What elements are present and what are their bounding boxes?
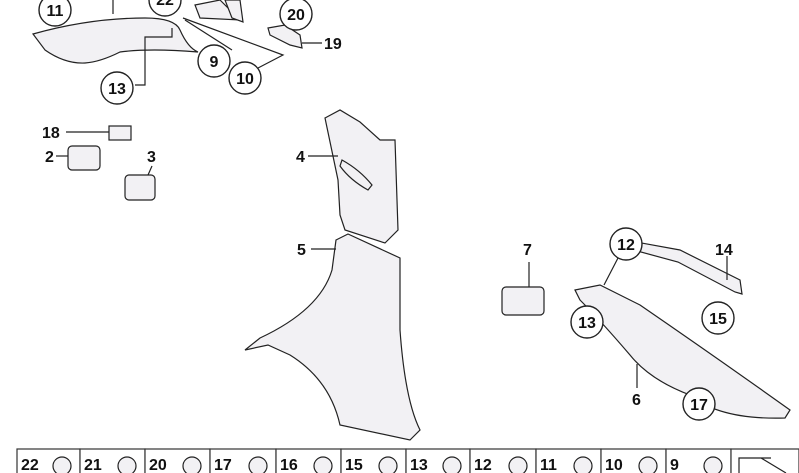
legend-number: 10: [605, 457, 623, 473]
leader-13: [135, 28, 173, 86]
legend-cell-10[interactable]: 10: [600, 448, 667, 473]
part-thumbnail: [508, 456, 528, 473]
legend-strip: 22 21 20 17 16 15 13 12 11 10 9: [16, 448, 799, 473]
part-thumbnail: [442, 456, 462, 473]
callout-10: 10: [228, 61, 262, 95]
part-thumbnail: [378, 456, 398, 473]
callout-11: 11: [38, 0, 72, 27]
part-6-c-pillar-trim[interactable]: [574, 257, 791, 419]
legend-number: 13: [410, 457, 428, 473]
callout-9: 9: [197, 44, 231, 78]
part-2-cover[interactable]: [56, 145, 101, 171]
part-7-cover[interactable]: [501, 262, 545, 316]
legend-number: 17: [214, 457, 232, 473]
part-11-trim-panel[interactable]: [31, 0, 199, 64]
callout-2: 2: [45, 149, 54, 166]
legend-cell-15[interactable]: 15: [340, 448, 407, 473]
svg-text:9: 9: [210, 54, 219, 71]
leader-10: [182, 17, 285, 69]
svg-text:22: 22: [156, 0, 174, 9]
legend-cell-20[interactable]: 20: [144, 448, 211, 473]
callout-6: 6: [632, 392, 641, 409]
arrow-icon: [738, 457, 787, 473]
legend-number: 11: [540, 457, 557, 473]
callout-15: 15: [701, 301, 735, 335]
callout-14: 14: [715, 242, 733, 259]
legend-cell-icon[interactable]: [730, 448, 799, 473]
legend-number: 9: [670, 457, 679, 473]
part-3-cover[interactable]: [124, 165, 156, 201]
legend-cell-9[interactable]: 9: [665, 448, 732, 473]
legend-cell-13[interactable]: 13: [405, 448, 471, 473]
callout-5: 5: [297, 242, 306, 259]
legend-number: 12: [474, 457, 492, 473]
legend-cell-17[interactable]: 17: [209, 448, 277, 473]
legend-number: 15: [345, 457, 363, 473]
part-4-b-pillar-upper[interactable]: [308, 109, 399, 244]
legend-cell-22[interactable]: 22: [16, 448, 81, 473]
part-thumbnail: [248, 456, 268, 473]
callout-13b: 13: [570, 305, 604, 339]
svg-text:17: 17: [690, 397, 708, 414]
legend-number: 20: [149, 457, 167, 473]
part-22-bracket[interactable]: [194, 0, 244, 23]
part-thumbnail: [573, 456, 593, 473]
part-18-clip[interactable]: [66, 125, 132, 141]
svg-text:20: 20: [287, 7, 305, 24]
callout-18: 18: [42, 125, 60, 142]
callout-7: 7: [523, 242, 532, 259]
legend-number: 22: [21, 457, 39, 473]
part-thumbnail: [638, 456, 658, 473]
svg-text:13: 13: [108, 81, 126, 98]
callout-4: 4: [296, 149, 305, 166]
part-thumbnail: [117, 456, 137, 473]
part-5-b-pillar-lower[interactable]: [244, 233, 421, 441]
svg-text:12: 12: [617, 237, 635, 254]
part-thumbnail: [703, 456, 723, 473]
legend-cell-11[interactable]: 11: [535, 448, 602, 473]
callout-19: 19: [324, 36, 342, 53]
svg-text:11: 11: [47, 3, 64, 20]
svg-text:10: 10: [236, 71, 254, 88]
callout-22: 22: [148, 0, 182, 17]
part-thumbnail: [313, 456, 333, 473]
part-thumbnail: [182, 456, 202, 473]
leader-9: [184, 19, 233, 51]
legend-cell-12[interactable]: 12: [469, 448, 537, 473]
svg-text:15: 15: [709, 311, 727, 328]
legend-cell-21[interactable]: 21: [79, 448, 146, 473]
callout-13: 13: [100, 71, 134, 105]
callout-17: 17: [682, 387, 716, 421]
callout-3: 3: [147, 149, 156, 166]
callout-12: 12: [609, 227, 643, 261]
svg-text:13: 13: [578, 315, 596, 332]
part-thumbnail: [52, 456, 72, 473]
callout-20: 20: [279, 0, 313, 31]
legend-cell-16[interactable]: 16: [275, 448, 342, 473]
legend-number: 21: [84, 457, 102, 473]
legend-number: 16: [280, 457, 298, 473]
